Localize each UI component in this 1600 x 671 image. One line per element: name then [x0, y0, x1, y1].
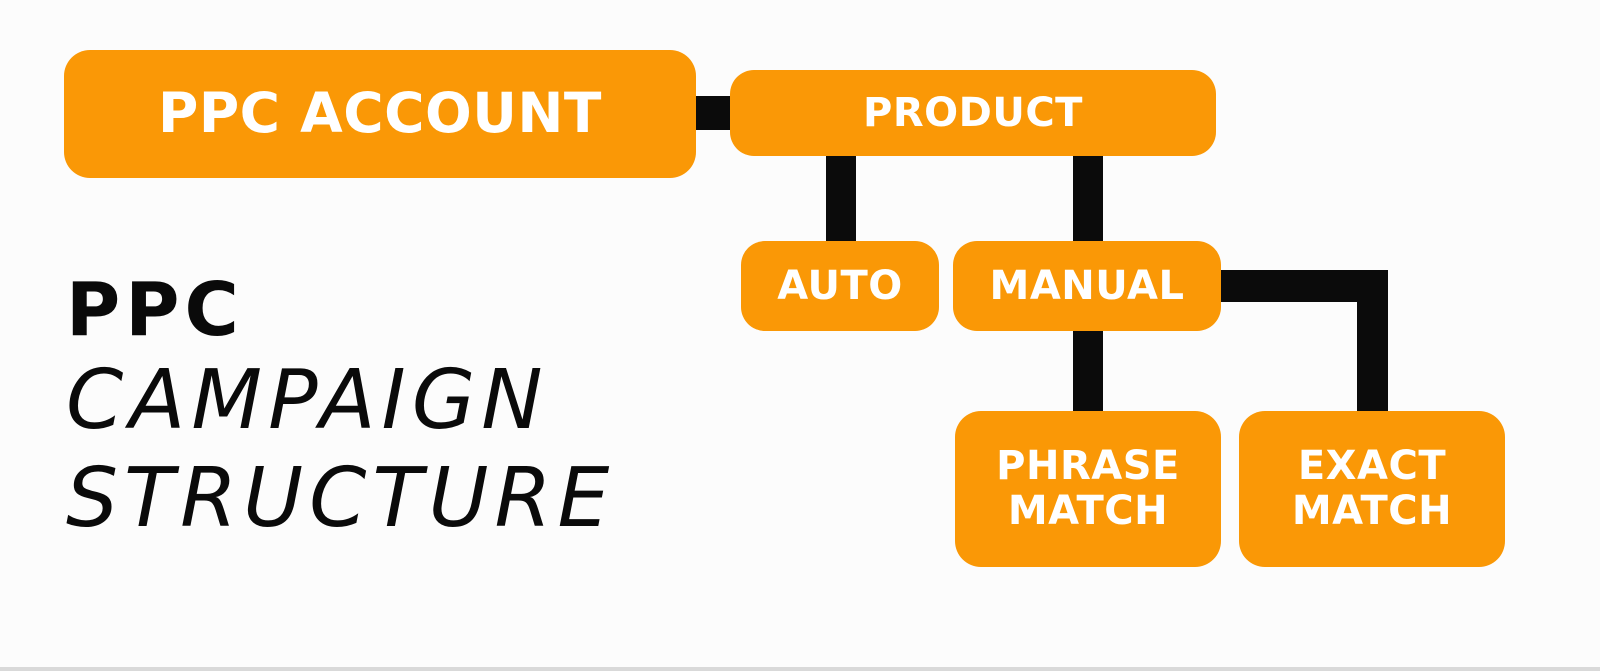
- node-ppc-account: PPC ACCOUNT: [64, 50, 696, 178]
- connector-product-auto: [826, 150, 856, 246]
- node-ppc-account-label: PPC ACCOUNT: [158, 81, 602, 146]
- title-line-structure: STRUCTURE: [66, 451, 616, 546]
- diagram-title: PPC CAMPAIGN STRUCTURE: [66, 268, 615, 548]
- node-exact-match: EXACT MATCH: [1239, 411, 1505, 567]
- connector-manual-phrase: [1073, 326, 1103, 416]
- node-phrase-match: PHRASE MATCH: [955, 411, 1221, 567]
- node-exact-match-line1: EXACT: [1297, 443, 1447, 490]
- node-manual-label: MANUAL: [989, 262, 1185, 309]
- bottom-divider: [0, 667, 1600, 671]
- connector-manual-exact-vertical: [1357, 270, 1388, 416]
- node-phrase-match-line2: MATCH: [1007, 488, 1169, 534]
- title-line-ppc: PPC: [66, 267, 244, 353]
- node-auto: AUTO: [741, 241, 939, 331]
- node-auto-label: AUTO: [777, 262, 903, 309]
- title-line-campaign: CAMPAIGN: [66, 353, 549, 448]
- node-manual: MANUAL: [953, 241, 1221, 331]
- connector-account-product: [692, 96, 736, 130]
- node-product: PRODUCT: [730, 70, 1216, 156]
- connector-product-manual: [1073, 150, 1103, 246]
- node-exact-match-line2: MATCH: [1291, 488, 1453, 534]
- node-phrase-match-line1: PHRASE: [996, 443, 1180, 490]
- node-phrase-match-label: PHRASE MATCH: [996, 444, 1180, 534]
- node-product-label: PRODUCT: [863, 89, 1083, 136]
- node-exact-match-label: EXACT MATCH: [1292, 444, 1452, 534]
